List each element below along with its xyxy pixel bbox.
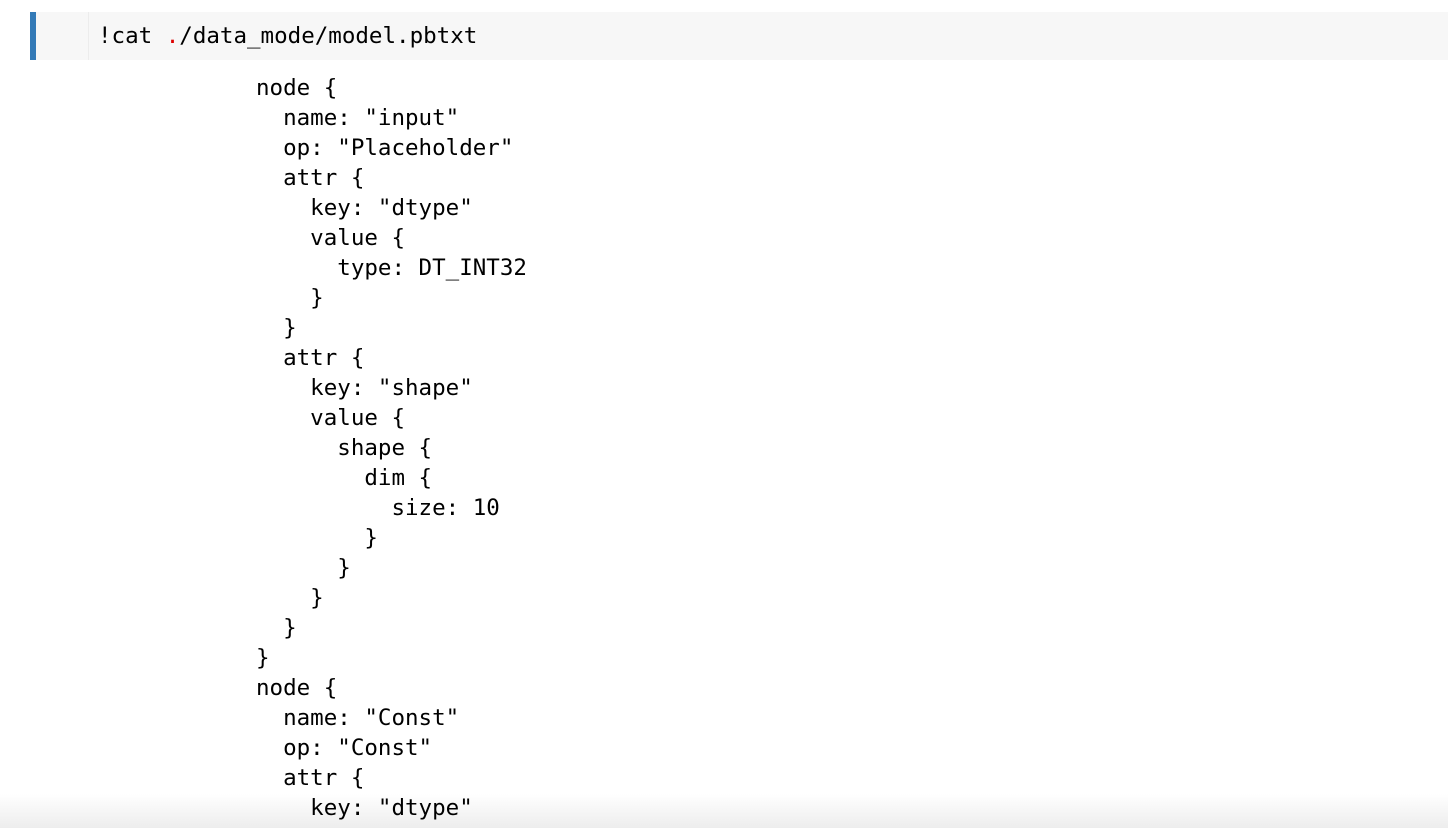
output-line: size: 10: [256, 495, 500, 521]
output-line: }: [256, 525, 378, 551]
output-line: attr {: [256, 765, 365, 791]
code-input-cell[interactable]: !cat ./data_mode/model.pbtxt: [30, 12, 1448, 60]
output-line: attr {: [256, 165, 365, 191]
output-line: node {: [256, 75, 338, 101]
cell-code[interactable]: !cat ./data_mode/model.pbtxt: [98, 12, 477, 60]
output-line: name: "input": [256, 105, 460, 131]
input-prompt: [36, 12, 89, 60]
output-line: node {: [256, 675, 338, 701]
output-line: attr {: [256, 345, 365, 371]
output-line: }: [256, 555, 351, 581]
output-line: key: "dtype": [256, 795, 473, 821]
scroll-fade: [0, 794, 1448, 828]
output-line: value {: [256, 225, 406, 251]
output-line: }: [256, 585, 324, 611]
output-line: }: [256, 315, 297, 341]
cell-output: node { name: "input" op: "Placeholder" a…: [256, 73, 527, 823]
output-line: value {: [256, 405, 406, 431]
output-line: key: "dtype": [256, 195, 473, 221]
output-line: name: "Const": [256, 705, 460, 731]
output-line: }: [256, 615, 297, 641]
output-line: op: "Const": [256, 735, 433, 761]
output-line: type: DT_INT32: [256, 255, 527, 281]
selected-cell-indicator: [30, 12, 36, 60]
output-line: op: "Placeholder": [256, 135, 514, 161]
output-line: dim {: [256, 465, 433, 491]
command-dot: .: [165, 23, 180, 49]
output-line: shape {: [256, 435, 433, 461]
output-line: }: [256, 645, 270, 671]
command-path: /data_mode/model.pbtxt: [179, 23, 478, 49]
command-text: !cat: [98, 23, 166, 49]
output-line: }: [256, 285, 324, 311]
output-line: key: "shape": [256, 375, 473, 401]
